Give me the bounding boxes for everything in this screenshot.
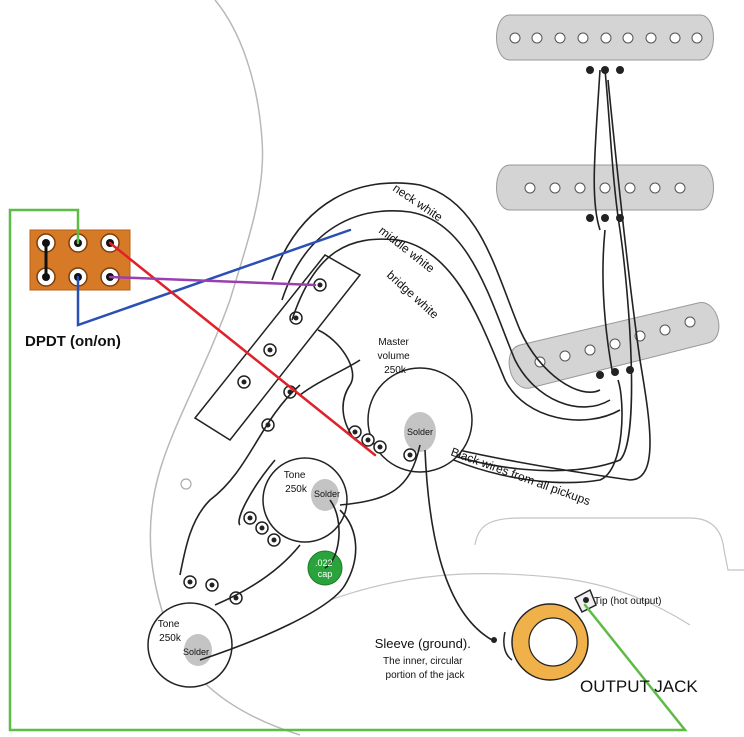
switch-lug-hole bbox=[293, 315, 299, 321]
pickup-eyelet bbox=[616, 66, 624, 74]
body-cavity-outline bbox=[474, 517, 744, 571]
pot-lug-hole bbox=[352, 429, 358, 435]
pickguard-screw-hole bbox=[180, 478, 192, 490]
pole-piece bbox=[549, 182, 561, 194]
pole-piece bbox=[554, 32, 566, 44]
dpdt-switch bbox=[29, 229, 131, 291]
pole-piece bbox=[600, 32, 612, 44]
neck-white-label: neck white bbox=[390, 181, 445, 224]
pole-piece bbox=[684, 316, 696, 328]
pole-piece bbox=[669, 32, 681, 44]
pot-lug-hole bbox=[187, 579, 193, 585]
blue-wire bbox=[76, 228, 352, 327]
pole-piece bbox=[622, 32, 634, 44]
black-wires-label: Black wires from all pickups bbox=[449, 445, 592, 509]
tone-pot-bottom bbox=[147, 602, 233, 688]
switch-lug-hole bbox=[267, 347, 273, 353]
pole-piece bbox=[574, 182, 586, 194]
pot-lugs bbox=[183, 425, 417, 605]
pole-piece bbox=[691, 32, 703, 44]
pickup-eyelet bbox=[601, 214, 609, 222]
middle-white-label: middle white bbox=[376, 223, 437, 275]
master-volume-label: Master volume 250k bbox=[377, 337, 412, 376]
bridge-white-label: bridge white bbox=[384, 268, 442, 322]
colored-wires bbox=[8, 208, 688, 732]
tip-label: Tip (hot output) bbox=[594, 596, 661, 607]
pole-piece bbox=[645, 32, 657, 44]
pickup-eyelet bbox=[596, 371, 604, 379]
master-volume-pot bbox=[367, 367, 473, 473]
pot-lug-hole bbox=[233, 595, 239, 601]
sleeve-label: Sleeve (ground). The inner, circular por… bbox=[375, 635, 476, 681]
pole-piece bbox=[659, 324, 671, 336]
output-jack bbox=[491, 588, 597, 681]
pole-piece bbox=[577, 32, 589, 44]
cap-label: .022 cap bbox=[315, 558, 335, 579]
tone-bottom-solder-label: Solder bbox=[183, 647, 209, 657]
switch-lug-hole bbox=[317, 282, 323, 288]
output-jack-label: OUTPUT JACK bbox=[580, 677, 698, 696]
pot-lug-hole bbox=[247, 515, 253, 521]
pole-piece bbox=[609, 338, 621, 350]
pole-piece bbox=[524, 182, 536, 194]
pole-piece bbox=[649, 182, 661, 194]
pole-piece bbox=[559, 350, 571, 362]
pot-lug-hole bbox=[407, 452, 413, 458]
pickup-wires bbox=[271, 69, 651, 484]
tone-top-solder-label: Solder bbox=[314, 489, 340, 499]
pole-piece bbox=[531, 32, 543, 44]
pole-pieces bbox=[509, 32, 703, 379]
pole-piece bbox=[624, 182, 636, 194]
pot-lug-hole bbox=[259, 525, 265, 531]
tone-bottom-label: Tone 250k bbox=[158, 619, 182, 644]
pot-lug-hole bbox=[271, 537, 277, 543]
green-wire bbox=[8, 208, 688, 732]
purple-wire bbox=[108, 275, 317, 287]
pickup-eyelet bbox=[586, 214, 594, 222]
pot-lug-hole bbox=[365, 437, 371, 443]
dpdt-label: DPDT (on/on) bbox=[25, 333, 121, 350]
pickup-eyelet bbox=[626, 366, 634, 374]
tone-top-label: Tone 250k bbox=[284, 470, 308, 495]
master-solder-label: Solder bbox=[407, 427, 433, 437]
pot-lug-hole bbox=[209, 582, 215, 588]
pole-piece bbox=[584, 344, 596, 356]
ground-wires bbox=[179, 329, 493, 661]
pickguard-bottom-curve bbox=[329, 573, 691, 626]
pickup-eyelet bbox=[611, 368, 619, 376]
pole-piece bbox=[509, 32, 521, 44]
pickup-eyelet bbox=[586, 66, 594, 74]
pot-lug-hole bbox=[377, 444, 383, 450]
pole-piece bbox=[599, 182, 611, 194]
pole-piece bbox=[674, 182, 686, 194]
switch-lug-hole bbox=[241, 379, 247, 385]
